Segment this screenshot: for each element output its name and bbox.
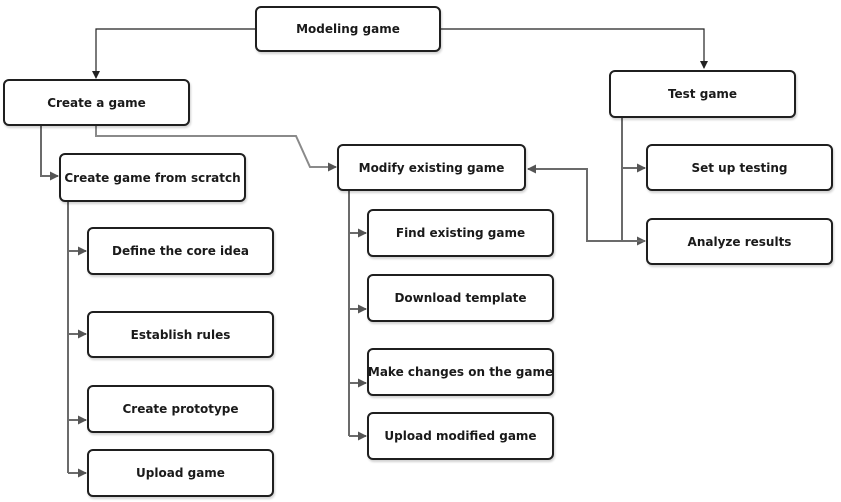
node-label: Establish rules [130,327,231,342]
node-create-from-scratch: Create game from scratch [59,153,246,202]
node-label: Create a game [47,95,146,110]
node-find-existing: Find existing game [367,209,554,257]
connector-analyze-to-modify [527,164,645,242]
node-define-core-idea: Define the core idea [87,227,274,275]
node-label: Define the core idea [112,244,249,258]
node-set-up-testing: Set up testing [646,144,833,191]
node-modeling-game: Modeling game [255,6,441,52]
node-analyze-results: Analyze results [646,218,833,265]
node-label: Analyze results [687,234,792,249]
node-label: Create game from scratch [64,170,241,185]
node-label: Download template [394,291,527,305]
node-download-template: Download template [367,274,554,322]
node-label: Find existing game [395,226,526,240]
node-label: Upload game [136,466,225,480]
node-upload-game: Upload game [87,449,274,497]
node-label: Test game [667,87,738,101]
node-upload-modified: Upload modified game [367,412,554,460]
node-label: Set up testing [691,160,788,175]
connector-create-to-modify [95,126,337,172]
node-test-game: Test game [609,70,796,118]
node-label: Modify existing game [358,160,505,175]
connector-root-to-create [92,28,256,79]
node-create-prototype: Create prototype [87,385,274,433]
node-label: Upload modified game [384,429,537,443]
node-label: Make changes on the game [367,365,554,379]
node-label: Modeling game [296,22,400,36]
node-label: Create prototype [122,402,239,416]
node-modify-existing: Modify existing game [337,144,526,191]
node-create-a-game: Create a game [3,79,190,126]
node-make-changes: Make changes on the game [367,348,554,396]
node-establish-rules: Establish rules [87,311,274,358]
connector-create-to-scratch [40,126,59,181]
connector-root-to-test [441,28,708,69]
